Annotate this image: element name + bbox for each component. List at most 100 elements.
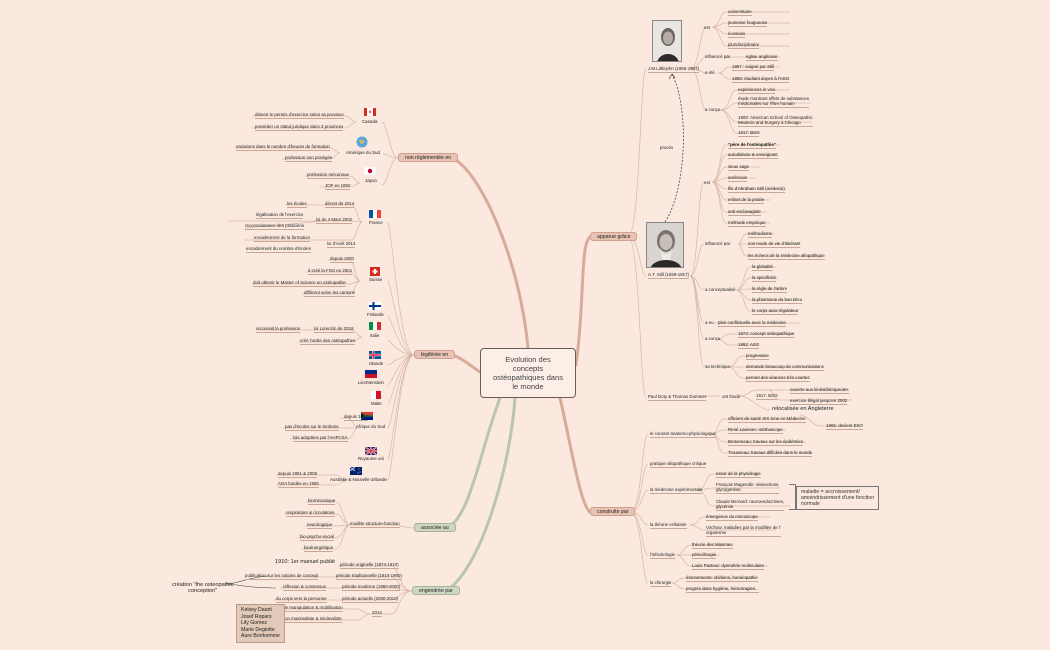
text-still-eu1: plan conflictuelle avec la médecine	[718, 320, 786, 327]
text-za-depuis: depuis 1974	[344, 414, 368, 421]
text-still-1: autodidacte & enseignant	[728, 152, 778, 159]
central-topic[interactable]: Evolution des concepts ostéopathiques da…	[480, 348, 576, 398]
text-still-t1: progressive	[746, 353, 769, 360]
label-lj-est: est	[704, 25, 710, 30]
text-me-3: Claude Bernard: neuroendocrinien, glycém…	[716, 499, 785, 511]
topic-construite[interactable]: construite par	[590, 507, 636, 516]
switzerland-flag-icon	[370, 267, 380, 276]
text-ch-diff: différent selon les cantons	[304, 290, 355, 297]
text-canada-1: détenir le permis d'exercice selon sa pr…	[255, 112, 344, 119]
text-me-1: essor de la physiologie	[716, 471, 761, 478]
label-still-est: est	[704, 180, 710, 185]
text-cell-1: émergence du microscope	[706, 514, 758, 521]
label-italie: Italie	[370, 333, 380, 338]
text-lj-ete-1: 1897 : soigné par Still	[732, 64, 775, 71]
topic-associee[interactable]: associée au	[414, 523, 456, 532]
label-still-influence: influencé par	[705, 241, 731, 246]
text-still-i1: son mode de vie d'itinérant	[748, 241, 801, 248]
text-eso: 1965: devient ESO	[826, 423, 863, 430]
text-za-pas: pas d'écoles sur le territoire	[285, 424, 339, 431]
text-periode-4-corps: du corps vers la personne	[276, 596, 327, 603]
author-name: Aure Bonhomme	[241, 633, 280, 640]
text-amsud-1: variations dans le nombre d'heures de fo…	[236, 144, 330, 151]
text-still-cc2: 1892: ASO	[738, 342, 760, 349]
text-me-2: François Magendie: vivisections, glycoge…	[716, 482, 780, 494]
text-still-i2: les échecs de la médecine allopathique	[748, 253, 825, 260]
malta-flag-icon	[371, 391, 381, 399]
text-model-2: respiratoire & circulatoire	[286, 510, 335, 517]
label-ont-fonde: ont fondé	[722, 394, 741, 399]
australia-flag-icon	[350, 467, 362, 475]
author-name: Marie Degiotte	[241, 626, 275, 633]
topic-apparue[interactable]: apparue grâce	[590, 232, 638, 241]
text-modele: modèle structure-fonction	[350, 521, 400, 528]
text-still-2: vieux sage	[728, 164, 749, 171]
text-still-6: anti-esclavagiste	[728, 209, 761, 216]
authors-box: Kelsey Daunt Josef Ropars Lily Gomez Mar…	[236, 604, 285, 643]
italy-flag-icon	[369, 322, 381, 330]
label-japon: Japon	[365, 178, 377, 183]
text-ca-2: René Laennec: stéthoscope	[728, 427, 783, 434]
author-name: Josef Ropars	[241, 613, 272, 620]
littlejohn-portrait	[652, 20, 682, 62]
text-ca-1: officiers de santé XIX ème en Médecine	[728, 416, 806, 423]
topic-engendree[interactable]: engendrée par	[412, 586, 460, 595]
text-model-3: neurologique	[307, 522, 333, 529]
text-fr-decret: décret de 2014	[325, 201, 355, 208]
bracket-medexp	[789, 484, 796, 510]
text-chir-1: étonnements: chirliens, homéopathie	[686, 575, 758, 582]
text-japon-1: profession méconnue	[307, 172, 349, 179]
text-still-k1: la globalité	[752, 264, 773, 271]
text-lj-4: pluridisciplinaire	[728, 42, 760, 49]
text-cell-2: Virchow: maladies par la modifiée de l' …	[706, 525, 781, 537]
text-fr-encad2: encadrement du nombre d'écoles	[246, 246, 312, 253]
label-still: A.T. Still (1828-1917)	[648, 272, 689, 279]
label-suisse: Suisse	[369, 277, 383, 282]
south-africa-flag-icon	[361, 412, 373, 420]
label-still-a-eu: a eu	[705, 320, 714, 325]
text-fr-encad1: encadrement de la formation	[254, 235, 310, 242]
liechtenstein-flag-icon	[365, 370, 377, 378]
text-aus-1: depuis 1991 & 2006	[278, 471, 318, 478]
text-still-0: "père de l'ostéopathie"	[728, 142, 776, 149]
label-canada: Canada	[362, 119, 378, 124]
finland-flag-icon	[369, 302, 381, 310]
text-periode-4: période actuelle (2000-2010)	[342, 596, 399, 603]
topic-non-reglementee[interactable]: non réglementée en	[398, 153, 459, 162]
label-still-technique: sa technique	[705, 364, 730, 369]
text-amsud-2: profession non protégée	[285, 155, 333, 162]
text-angleterre: relocalisée en Angleterre	[772, 406, 834, 412]
text-fonde-1b: exercice illégal jusqu'en 2002	[790, 398, 848, 405]
text-still-k3: la règle de l'artère	[752, 286, 788, 293]
label-australie: Australie & Nouvelle-Zélande	[330, 477, 387, 482]
text-still-t3: permet des séances très courtes	[746, 375, 810, 382]
text-periode-3: période moderne (1950-2000)	[342, 584, 401, 591]
text-still-3: américain	[728, 175, 748, 182]
label-lj-influence: influencé par	[705, 54, 731, 59]
text-still-4: fils d'Abraham Still (médecin)	[728, 186, 785, 193]
topic-legiferee[interactable]: légiférée en	[414, 350, 456, 359]
text-fr-legal: légalisation de l'exercice	[256, 212, 304, 219]
label-france: France	[369, 220, 383, 225]
canada-flag-icon	[364, 108, 376, 116]
text-lj-3: écossais	[728, 31, 746, 38]
text-inf-2: pénicilloogie	[692, 552, 717, 559]
central-topic-text: Evolution des concepts ostéopathiques da…	[492, 355, 564, 391]
text-lj-2: jeunesse fougueuse	[728, 20, 768, 27]
text-ca-3: Bretonneau: travaux sur les épidémies	[728, 439, 803, 446]
text-fr-ecoles: les écoles	[287, 201, 307, 208]
text-japon-2: JOF en 1950	[325, 183, 351, 190]
label-still-a-concu: a conçu	[705, 336, 721, 341]
label-liechtenstein: Liechtenstein	[358, 380, 384, 385]
text-model-4: bio-psycho-social	[300, 534, 334, 541]
text-creation: création "the osteopathic conception"	[172, 582, 234, 595]
text-lj-c2: étude montrant effets de substances médi…	[738, 96, 809, 108]
text-ch-creat: à créé la FSO en 2001	[308, 268, 353, 275]
label-finlande: Finlande	[367, 312, 384, 317]
text-fonde-1: 1917, BSO	[756, 393, 778, 400]
label-still-conceptualise: a conceptualisé	[705, 287, 736, 292]
label-littlejohn: J.M.Littlejohn (1865-1947)	[648, 66, 700, 73]
text-lj-c4: 1917: BSO	[738, 130, 760, 137]
text-ca-4: Trousseau: travaux difficiles dans le mo…	[728, 450, 813, 457]
label-islande: Islande	[369, 361, 384, 366]
